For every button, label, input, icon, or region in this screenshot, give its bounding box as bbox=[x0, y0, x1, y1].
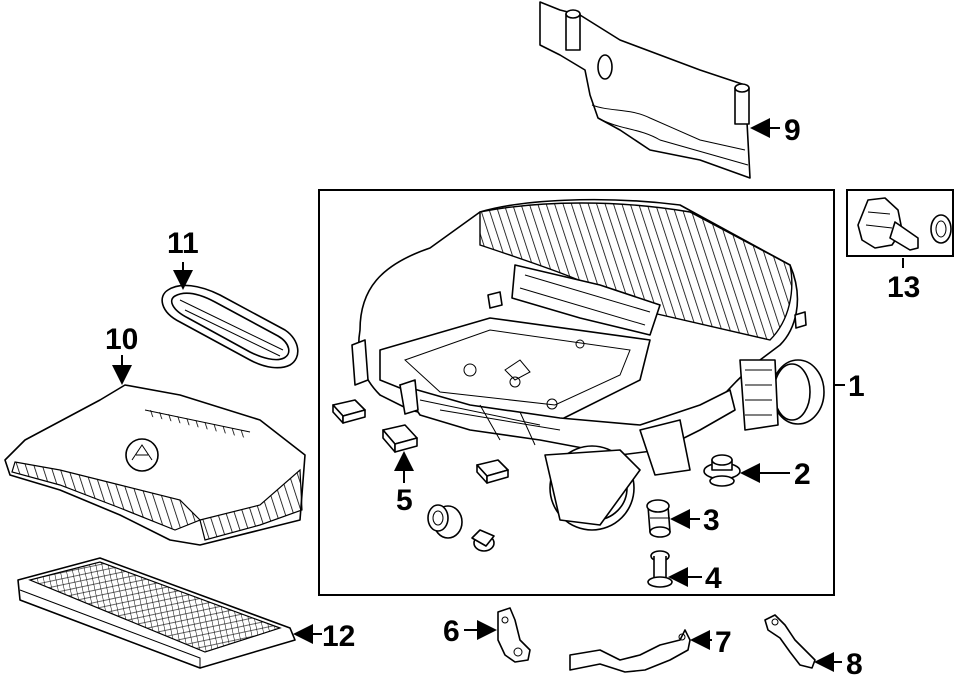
grommet-part-2 bbox=[703, 454, 741, 487]
collar-part-4 bbox=[647, 550, 673, 588]
callout-labels: 1 2 3 4 5 6 7 8 9 10 11 12 13 bbox=[105, 114, 920, 677]
upper-cover-part-10 bbox=[4, 384, 306, 546]
callout-12: 12 bbox=[322, 620, 355, 653]
seal-ring-part-11 bbox=[161, 284, 299, 369]
main-assembly-frame bbox=[318, 189, 835, 596]
callout-1: 1 bbox=[848, 370, 865, 403]
sensor-part-13 bbox=[857, 197, 952, 251]
bushing-part-3 bbox=[646, 499, 671, 538]
air-cleaner-housing-part bbox=[351, 198, 825, 531]
mount-cushion-parts bbox=[332, 399, 509, 484]
callout-4: 4 bbox=[705, 562, 722, 595]
callout-5: 5 bbox=[396, 484, 413, 517]
grommet-and-bolt-parts bbox=[427, 504, 495, 552]
sensor-inset-frame bbox=[846, 189, 954, 257]
bracket-part-6 bbox=[497, 607, 531, 663]
bracket-part-7 bbox=[569, 629, 691, 673]
callout-11: 11 bbox=[167, 227, 199, 260]
callout-10: 10 bbox=[105, 323, 138, 356]
callout-6: 6 bbox=[443, 615, 460, 648]
filter-element-part-12 bbox=[17, 557, 296, 669]
callout-3: 3 bbox=[703, 504, 720, 537]
leader-lines bbox=[112, 118, 904, 672]
callout-9: 9 bbox=[784, 114, 801, 147]
bracket-part-8 bbox=[764, 614, 816, 669]
engine-cover-part-9 bbox=[539, 1, 751, 179]
callout-8: 8 bbox=[846, 648, 863, 677]
callout-7: 7 bbox=[715, 626, 732, 659]
callout-13: 13 bbox=[887, 271, 920, 304]
callout-2: 2 bbox=[794, 458, 811, 491]
